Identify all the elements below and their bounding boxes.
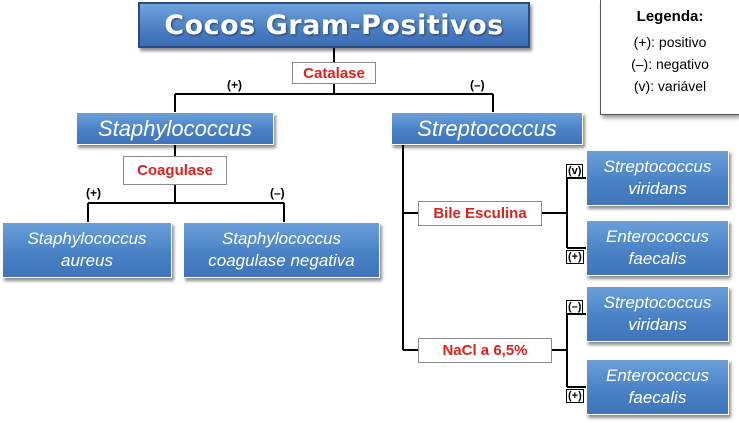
- legend-title: Legenda:: [636, 8, 704, 25]
- legend-item-variable: (v): variável: [633, 78, 707, 94]
- legend: Legenda: (+): positivo (–): negativo (v)…: [600, 0, 739, 115]
- node-streptococcus: Streptococcus: [391, 112, 583, 145]
- node-staphylococcus-aureus: Staphylococcus aureus: [2, 222, 172, 278]
- legend-item-positive: (+): positivo: [633, 34, 707, 50]
- node-enterococcus-faecalis-nacl: Enterococcus faecalis: [586, 359, 729, 415]
- sign-bile-positive: (+): [566, 250, 584, 264]
- sign-nacl-negative: (–): [566, 300, 584, 314]
- node-streptococcus-viridans-nacl: Streptococcus viridans: [586, 286, 729, 342]
- node-streptococcus-label: Streptococcus: [417, 115, 557, 141]
- node-staphylococcus-coagulase-negativa: Staphylococcus coagulase negativa: [183, 222, 380, 278]
- legend-item-negative: (–): negativo: [631, 56, 709, 72]
- node-staphylococcus: Staphylococcus: [76, 112, 274, 145]
- test-coagulase: Coagulase: [123, 156, 227, 185]
- title-node: Cocos Gram-Positivos: [138, 2, 530, 48]
- sign-bile-variable: (v): [566, 164, 584, 178]
- node-streptococcus-viridans-bile: Streptococcus viridans: [586, 150, 729, 206]
- node-staphylococcus-coagulase-negativa-label: Staphylococcus coagulase negativa: [208, 229, 355, 270]
- sign-nacl-positive: (+): [566, 389, 584, 403]
- sign-catalase-negative: (–): [470, 78, 485, 92]
- node-streptococcus-viridans-nacl-label: Streptococcus viridans: [603, 293, 712, 334]
- test-nacl: NaCl a 6,5%: [418, 338, 552, 363]
- test-catalase: Catalase: [292, 62, 376, 84]
- node-enterococcus-faecalis-bile-label: Enterococcus faecalis: [606, 227, 709, 268]
- test-bile-esculina: Bile Esculina: [418, 201, 542, 226]
- sign-coagulase-positive: (+): [86, 186, 101, 200]
- node-enterococcus-faecalis-nacl-label: Enterococcus faecalis: [606, 366, 709, 407]
- node-streptococcus-viridans-bile-label: Streptococcus viridans: [603, 157, 712, 198]
- node-enterococcus-faecalis-bile: Enterococcus faecalis: [586, 220, 729, 276]
- page-title: Cocos Gram-Positivos: [164, 9, 504, 41]
- node-staphylococcus-aureus-label: Staphylococcus aureus: [27, 229, 147, 270]
- sign-catalase-positive: (+): [227, 78, 242, 92]
- node-staphylococcus-label: Staphylococcus: [97, 115, 253, 141]
- sign-coagulase-negative: (–): [270, 186, 285, 200]
